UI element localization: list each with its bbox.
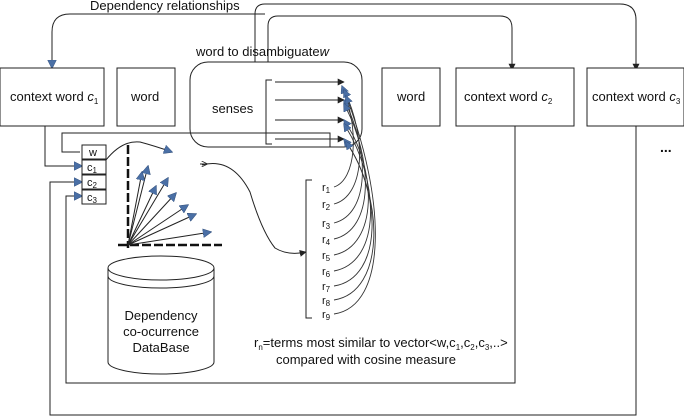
database-label-line2: co-ocurrence <box>123 324 199 339</box>
result-r1: r1 <box>322 182 331 195</box>
vector-cell-c1 <box>81 159 107 175</box>
result-to-sense-curve <box>333 124 372 272</box>
dependency-relationships-title: Dependency relationships <box>90 0 240 13</box>
context-word-c3-label: context word c3 <box>592 89 681 106</box>
vector-arrow <box>127 178 168 246</box>
vector-cell-c3-label: c3 <box>87 192 98 205</box>
vector-cell-c2-label: c2 <box>87 177 98 190</box>
target-word-box <box>189 61 363 148</box>
context-word-c3-box <box>586 67 684 127</box>
vector-to-space-arrow <box>105 141 172 161</box>
result-r2: r2 <box>322 199 331 212</box>
result-r9: r9 <box>322 309 331 322</box>
vector-cell-c3 <box>81 189 107 205</box>
word-box-right <box>381 67 441 127</box>
vector-arrow <box>127 214 196 246</box>
vector-cell-c1-label: c1 <box>87 162 98 175</box>
database-label-line3: DataBase <box>132 340 189 355</box>
result-to-sense-curve <box>333 120 369 256</box>
result-r5: r5 <box>322 250 331 263</box>
context-word-c1-label: context word c1 <box>10 89 99 106</box>
senses-bracket <box>265 79 272 145</box>
dependency-arc-to-c2 <box>267 15 516 71</box>
vector-arrow <box>127 172 142 246</box>
result-r3: r3 <box>322 218 331 231</box>
vector-cell-c2 <box>81 174 107 190</box>
line-c3-to-c3-cell <box>49 126 637 416</box>
dependency-arc-to-c1 <box>52 13 265 68</box>
word-box-left <box>116 67 176 127</box>
result-r6: r6 <box>322 266 331 279</box>
context-word-c2-box <box>455 67 575 127</box>
context-word-c1-box <box>0 67 105 127</box>
result-r8: r8 <box>322 295 331 308</box>
result-r7: r7 <box>322 281 331 294</box>
senses-label: senses <box>212 101 254 116</box>
result-r4: r4 <box>322 234 331 247</box>
space-to-results-arrow <box>201 163 307 257</box>
vector-arrow <box>127 232 211 246</box>
line-word-to-w-cell <box>61 132 331 153</box>
vector-space-plot <box>118 145 222 248</box>
line-c2-to-c2-cell <box>65 126 516 384</box>
results-bracket <box>305 179 312 319</box>
vector-cell-w <box>81 144 107 160</box>
target-word-label: word to disambiguatew <box>195 44 331 59</box>
vector-arrow <box>127 186 156 246</box>
database-cylinder <box>107 255 215 375</box>
word-label-left: word <box>130 89 159 104</box>
caption-line2: compared with cosine measure <box>276 352 456 367</box>
more-context-ellipsis: ... <box>660 139 672 155</box>
caption-line1: rn=terms most similar to vector<w,c1,c2,… <box>254 335 508 352</box>
vector-arrow <box>127 205 188 246</box>
line-c1-to-c1-cell <box>44 126 82 166</box>
dependency-arc-to-c3 <box>254 3 640 71</box>
result-to-sense-curve <box>333 96 376 315</box>
vector-arrow <box>127 193 176 246</box>
result-to-sense-curve <box>333 104 366 240</box>
database-label-line1: Dependency <box>125 308 198 323</box>
result-to-sense-curve <box>333 142 375 301</box>
context-word-c2-label: context word c2 <box>464 89 553 106</box>
result-to-sense-curve <box>333 100 363 224</box>
word-label-right: word <box>396 89 425 104</box>
vector-cell-w-label: w <box>88 147 97 159</box>
